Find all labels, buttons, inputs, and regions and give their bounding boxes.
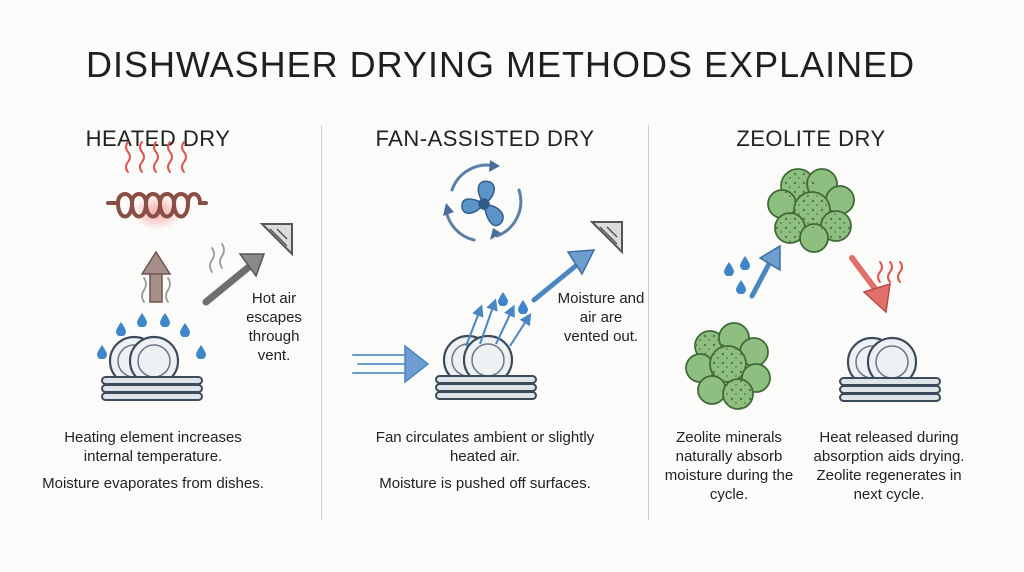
heated-dry-caption-1: Heating element increases internal tempe… (64, 429, 242, 465)
vent-out-arrow (531, 249, 596, 303)
water-drop-icon (724, 256, 750, 294)
rising-moisture-arrows (465, 298, 532, 347)
air-flow-arrow (352, 344, 430, 384)
dish-stack-icon (838, 336, 942, 403)
water-drop-icon (498, 292, 528, 314)
zeolite-cluster-icon (685, 322, 771, 410)
zeolite-right-caption-1: Heat released during absorption aids dry… (813, 429, 965, 465)
fan-assisted-dry-heading: FAN-ASSISTED DRY (375, 126, 595, 151)
fan-dry-caption-1: Fan circulates ambient or slightly heate… (375, 429, 595, 465)
vent-icon (261, 223, 293, 255)
heat-release-arrow (849, 255, 891, 314)
fan-dry-caption-2: Moisture is pushed off surfaces. (379, 475, 591, 492)
heat-rise-arrow (140, 250, 172, 303)
heat-wave-icon (877, 261, 903, 283)
heated-dry-caption: Heating element increases internal tempe… (38, 428, 268, 493)
zeolite-left-caption: Zeolite minerals naturally absorb moistu… (664, 429, 794, 503)
hot-air-arrow (202, 253, 266, 306)
dish-stack-icon (434, 334, 538, 401)
zeolite-right-caption-2: Zeolite regenerates in next cycle. (816, 467, 962, 503)
dish-stack-icon (100, 335, 204, 402)
zeolite-right-caption: Heat released during absorption aids dry… (806, 428, 972, 504)
page-title: DISHWASHER DRYING METHODS EXPLAINED (86, 44, 916, 85)
column-divider-2 (648, 125, 649, 520)
fan-dry-caption: Fan circulates ambient or slightly heate… (370, 428, 600, 493)
vent-icon (591, 221, 623, 253)
zeolite-dry-heading: ZEOLITE DRY (736, 126, 886, 151)
fan-dry-vent-label: Moisture and air are vented out. (557, 290, 645, 345)
column-divider-1 (321, 125, 322, 520)
heat-wave-icon (125, 141, 187, 173)
fan-icon (443, 160, 523, 242)
heated-dry-vent-label: Hot air escapes through vent. (246, 290, 302, 364)
absorb-arrow (749, 244, 781, 299)
zeolite-cluster-icon (767, 168, 855, 253)
heated-dry-caption-2: Moisture evaporates from dishes. (42, 475, 264, 492)
heated-dry-heading: HEATED DRY (85, 126, 231, 151)
heating-coil-icon (106, 192, 208, 219)
